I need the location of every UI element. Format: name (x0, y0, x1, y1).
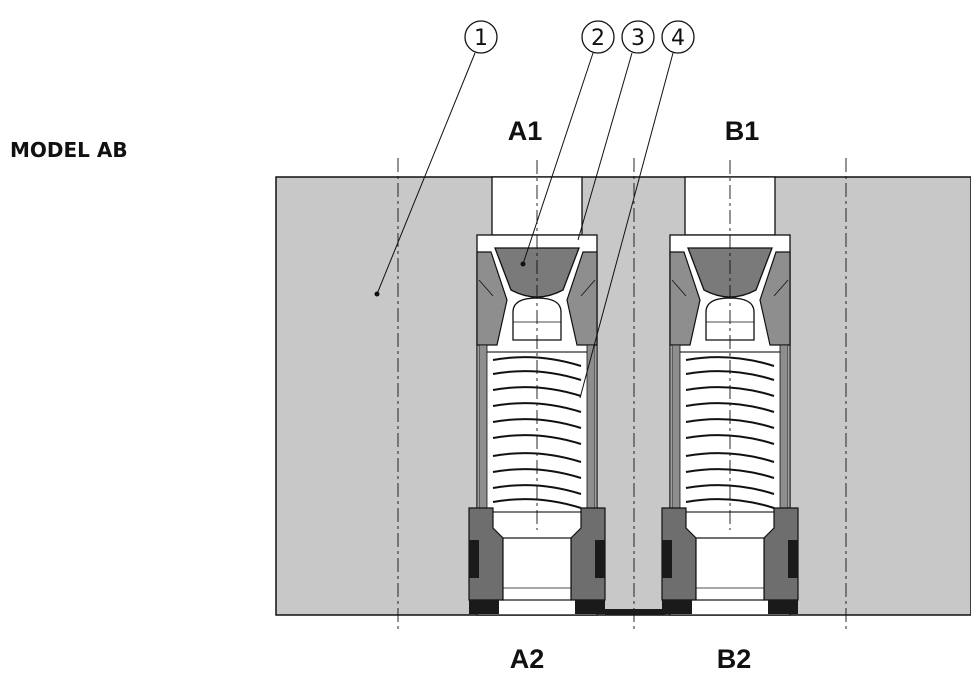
port-label-a2: A2 (510, 644, 545, 674)
bottom-channel (605, 609, 665, 615)
leader-line-1 (376, 52, 476, 295)
leader-line-4 (579, 52, 674, 399)
port-label-b1: B1 (725, 116, 760, 146)
leader-line-3 (577, 52, 633, 241)
svg-text:2: 2 (591, 26, 605, 51)
leader-dot-1 (374, 291, 380, 297)
valve-body (275, 176, 971, 616)
callout-1: 1 (464, 20, 498, 54)
model-title: MODEL AB (10, 138, 128, 162)
leader-line-2 (522, 52, 594, 265)
svg-text:1: 1 (474, 26, 488, 51)
callout-4: 4 (661, 20, 695, 54)
port-label-b2: B2 (717, 644, 752, 674)
callout-3: 3 (621, 20, 655, 54)
svg-text:3: 3 (631, 26, 645, 51)
callout-2: 2 (581, 20, 615, 54)
leader-dot-2 (520, 261, 526, 267)
svg-text:4: 4 (671, 26, 685, 51)
port-label-a1: A1 (508, 116, 543, 146)
